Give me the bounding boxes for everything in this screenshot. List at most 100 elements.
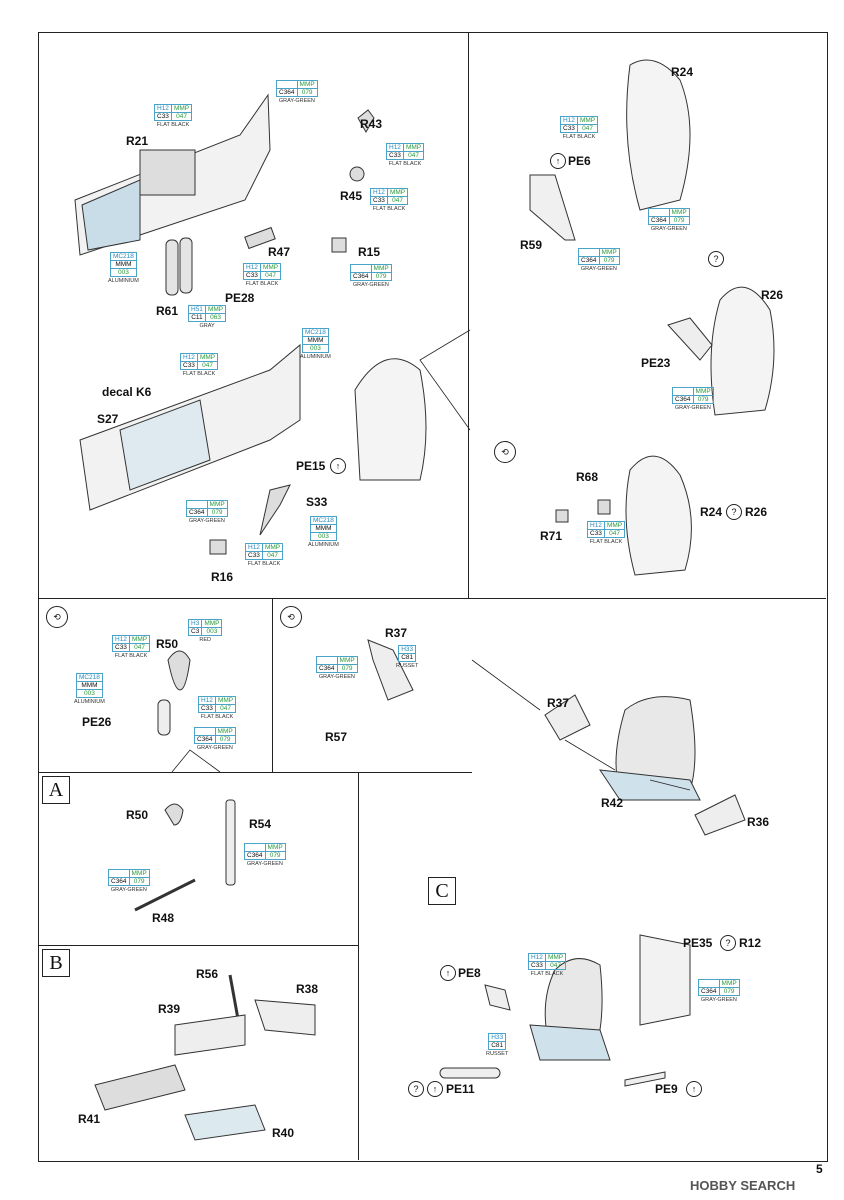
part-label-r59: R59 xyxy=(520,238,543,252)
question-icon: ? xyxy=(720,935,736,951)
part-label-pe28: PE28 xyxy=(225,291,255,305)
part-r45 xyxy=(349,166,365,182)
part-label-r38: R38 xyxy=(296,982,319,996)
part-label-r50a: R50 xyxy=(126,808,149,822)
bulkhead-frame xyxy=(354,358,427,481)
photoetch-icon: ↑ xyxy=(427,1081,443,1097)
part-label-r56: R56 xyxy=(196,967,219,981)
callout-lines xyxy=(471,659,541,711)
part-r50a xyxy=(164,803,184,826)
bulkhead-r26 xyxy=(710,286,775,416)
photoetch-icon: ↑ xyxy=(550,153,566,169)
part-label-r43: R43 xyxy=(360,117,383,131)
part-label-r12: R12 xyxy=(739,936,762,950)
cockpit-wall-lower-face xyxy=(119,399,211,491)
part-label-r36: R36 xyxy=(747,815,770,829)
question-icon: ? xyxy=(726,504,742,520)
part-pe8 xyxy=(484,984,511,1011)
part-label-r47: R47 xyxy=(268,245,291,259)
part-label-pe15: PE15 xyxy=(296,459,326,473)
rotate-icon: ⟲ xyxy=(46,606,68,628)
part-pe9 xyxy=(624,1071,666,1087)
part-r48 xyxy=(134,878,196,912)
seat-r42-base xyxy=(598,769,701,801)
bulkhead-r24 xyxy=(626,59,691,211)
panel-letter-b: B xyxy=(42,949,70,977)
part-r36 xyxy=(694,794,746,836)
part-r50-arm xyxy=(157,699,171,736)
part-r54 xyxy=(225,799,236,886)
instrument-block xyxy=(139,149,196,196)
photoetch-icon: ↑ xyxy=(330,458,346,474)
part-r15 xyxy=(331,237,347,253)
question-icon: ? xyxy=(708,251,724,267)
part-label-s27: S27 xyxy=(97,412,119,426)
oxygen-bottle xyxy=(179,237,193,294)
part-label-r37b: R37 xyxy=(547,696,570,710)
divider xyxy=(38,772,472,773)
part-r43 xyxy=(357,109,375,134)
part-label-r26-alt: R26 xyxy=(745,505,768,519)
part-label-r71: R71 xyxy=(540,529,563,543)
part-label-pe8: PE8 xyxy=(458,966,481,980)
part-r71 xyxy=(555,509,569,523)
oxygen-bottle xyxy=(165,239,179,296)
part-r68 xyxy=(597,499,611,515)
assembly-arrow xyxy=(564,739,616,771)
part-pe11 xyxy=(439,1067,501,1079)
part-label-r24-alt: R24 xyxy=(700,505,723,519)
part-r47 xyxy=(244,226,276,250)
bulkhead-r24-r26 xyxy=(625,455,692,576)
divider xyxy=(38,598,826,599)
seat-assembly xyxy=(544,958,603,1041)
seat-r42 xyxy=(615,696,696,791)
callout-lines xyxy=(419,329,471,431)
part-label-pe23: PE23 xyxy=(641,356,671,370)
part-r39 xyxy=(174,1014,246,1056)
part-r37b xyxy=(544,694,591,741)
part-label-pe11: PE11 xyxy=(446,1082,475,1096)
part-r37 xyxy=(367,639,414,701)
divider xyxy=(358,772,359,1160)
panel-letter-a: A xyxy=(42,776,70,804)
watermark: HOBBY SEARCH xyxy=(690,1178,796,1193)
part-label-r45: R45 xyxy=(340,189,363,203)
part-label-r61: R61 xyxy=(156,304,179,318)
part-label-r24: R24 xyxy=(671,65,694,79)
seat-base xyxy=(529,1024,611,1061)
part-label-pe26: PE26 xyxy=(82,715,112,729)
part-label-r57: R57 xyxy=(325,730,348,744)
part-label-r50: R50 xyxy=(156,637,179,651)
part-label-s33: S33 xyxy=(306,495,328,509)
page-number: 5 xyxy=(816,1162,823,1176)
divider xyxy=(38,945,358,946)
part-label-pe35: PE35 xyxy=(683,936,713,950)
